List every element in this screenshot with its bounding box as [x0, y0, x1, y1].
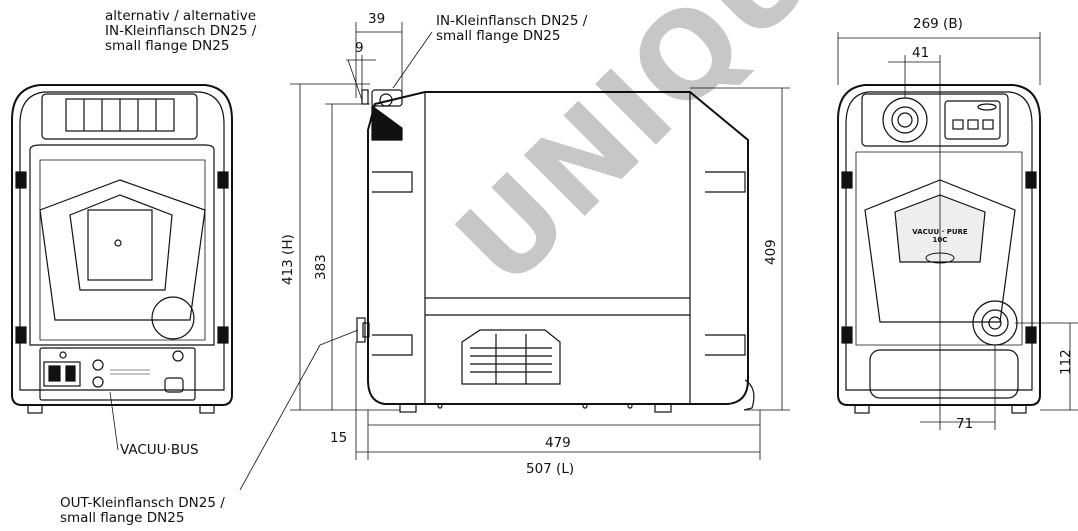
- alternative-flange-label-3: small flange DN25: [105, 38, 230, 54]
- dim-41: 41: [912, 45, 930, 61]
- vacuu-bus-label: VACUU·BUS: [120, 442, 199, 458]
- side-view: [356, 89, 755, 413]
- dim-15: 15: [330, 430, 348, 446]
- dim-71: 71: [956, 416, 974, 432]
- dim-39: 39: [368, 11, 386, 27]
- front-view: [837, 84, 1041, 414]
- dim-383: 383: [313, 254, 329, 280]
- out-flange-label-1: OUT-Kleinflansch DN25 /: [60, 495, 225, 511]
- alternative-flange-label-1: alternativ / alternative: [105, 8, 257, 24]
- dim-9: 9: [355, 40, 364, 56]
- dimension-lines: [109, 22, 1078, 491]
- dim-409: 409: [763, 239, 779, 265]
- dim-479: 479: [545, 435, 571, 451]
- product-model: 10C: [932, 236, 948, 244]
- out-flange-label-2: small flange DN25: [60, 510, 185, 526]
- dim-413-h: 413 (H): [280, 234, 296, 285]
- dim-507-l: 507 (L): [526, 461, 575, 477]
- rear-view: [11, 84, 233, 414]
- dim-112: 112: [1058, 349, 1074, 375]
- dim-269-b: 269 (B): [913, 16, 963, 32]
- product-name-plate: VACUU · PURE 10C: [902, 228, 978, 244]
- alternative-flange-label-2: IN-Kleinflansch DN25 /: [105, 23, 257, 39]
- product-name: VACUU · PURE: [912, 228, 968, 236]
- in-flange-label-1: IN-Kleinflansch DN25 /: [436, 13, 588, 29]
- in-flange-label-2: small flange DN25: [436, 28, 561, 44]
